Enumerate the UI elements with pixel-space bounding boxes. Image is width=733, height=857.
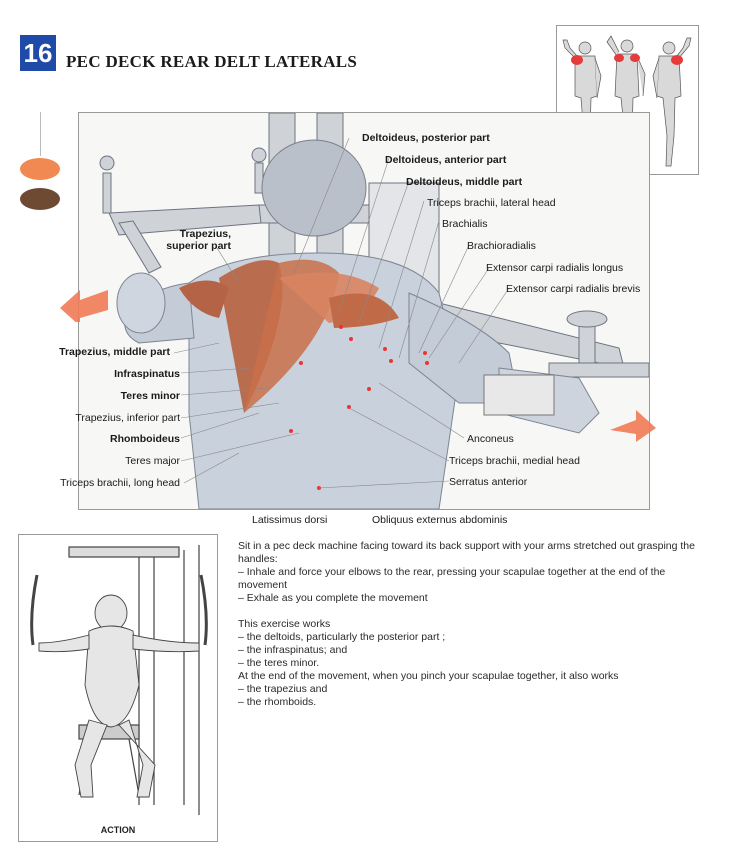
label-infraspinatus: Infraspinatus	[114, 368, 180, 380]
label-trapezius-middle: Trapezius, middle part	[59, 346, 170, 358]
label-triceps-lateral: Triceps brachii, lateral head	[427, 197, 556, 209]
anatomy-illustration: Deltoideus, posterior part Deltoideus, a…	[78, 112, 650, 510]
divider-line	[40, 112, 41, 156]
action-label: ACTION	[100, 825, 136, 835]
label-trapezius-superior-line1: Trapezius,	[179, 228, 231, 240]
label-deltoideus-posterior: Deltoideus, posterior part	[362, 132, 490, 144]
label-triceps-medial: Triceps brachii, medial head	[449, 455, 580, 467]
instruction-setup: Sit in a pec deck machine facing toward …	[238, 540, 695, 565]
page-title: PEC DECK REAR DELT LATERALS	[66, 52, 358, 71]
instruction-exhale: – Exhale as you complete the movement	[238, 592, 428, 604]
label-latissimus: Latissimus dorsi	[252, 514, 328, 526]
label-obliquus: Obliquus externus abdominis	[372, 514, 508, 526]
left-arrow-icon	[60, 290, 108, 322]
action-illustration: ACTION	[18, 534, 218, 842]
label-extensor-brevis: Extensor carpi radialis brevis	[506, 283, 641, 295]
anatomy-drawing	[99, 113, 649, 509]
works-trapezius: – the trapezius and	[238, 683, 328, 695]
primary-muscle-swatch	[20, 158, 60, 180]
secondary-muscle-swatch	[20, 188, 60, 210]
instruction-inhale: – Inhale and force your elbows to the re…	[238, 566, 666, 591]
label-trapezius-superior: Trapezius, superior part	[161, 228, 231, 252]
works-intro: This exercise works	[238, 618, 331, 630]
label-extensor-longus: Extensor carpi radialis longus	[486, 262, 624, 274]
label-rhomboideus: Rhomboideus	[110, 433, 180, 445]
works-infraspinatus: – the infraspinatus; and	[238, 644, 348, 656]
works-rhomboids: – the rhomboids.	[238, 696, 317, 708]
label-trapezius-inferior: Trapezius, inferior part	[75, 412, 180, 424]
label-trapezius-superior-line2: superior part	[166, 240, 231, 252]
instructions-text: Sit in a pec deck machine facing toward …	[238, 540, 708, 709]
thumbnail-figures-illustration	[562, 35, 692, 167]
works-teres-minor: – the teres minor.	[238, 657, 320, 669]
right-arrow-icon	[610, 410, 656, 442]
label-teres-major: Teres major	[125, 455, 180, 467]
label-deltoideus-middle: Deltoideus, middle part	[406, 176, 523, 188]
action-drawing	[30, 545, 208, 815]
label-triceps-long: Triceps brachii, long head	[60, 477, 180, 489]
exercise-number-badge: 16	[20, 35, 56, 71]
works-end-movement: At the end of the movement, when you pin…	[238, 670, 619, 682]
label-teres-minor: Teres minor	[120, 390, 180, 402]
label-deltoideus-anterior: Deltoideus, anterior part	[385, 154, 507, 166]
label-anconeus: Anconeus	[467, 433, 514, 445]
label-serratus: Serratus anterior	[449, 476, 528, 488]
works-deltoids: – the deltoids, particularly the posteri…	[238, 631, 446, 643]
label-brachialis: Brachialis	[442, 218, 488, 230]
label-brachioradialis: Brachioradialis	[467, 240, 536, 252]
